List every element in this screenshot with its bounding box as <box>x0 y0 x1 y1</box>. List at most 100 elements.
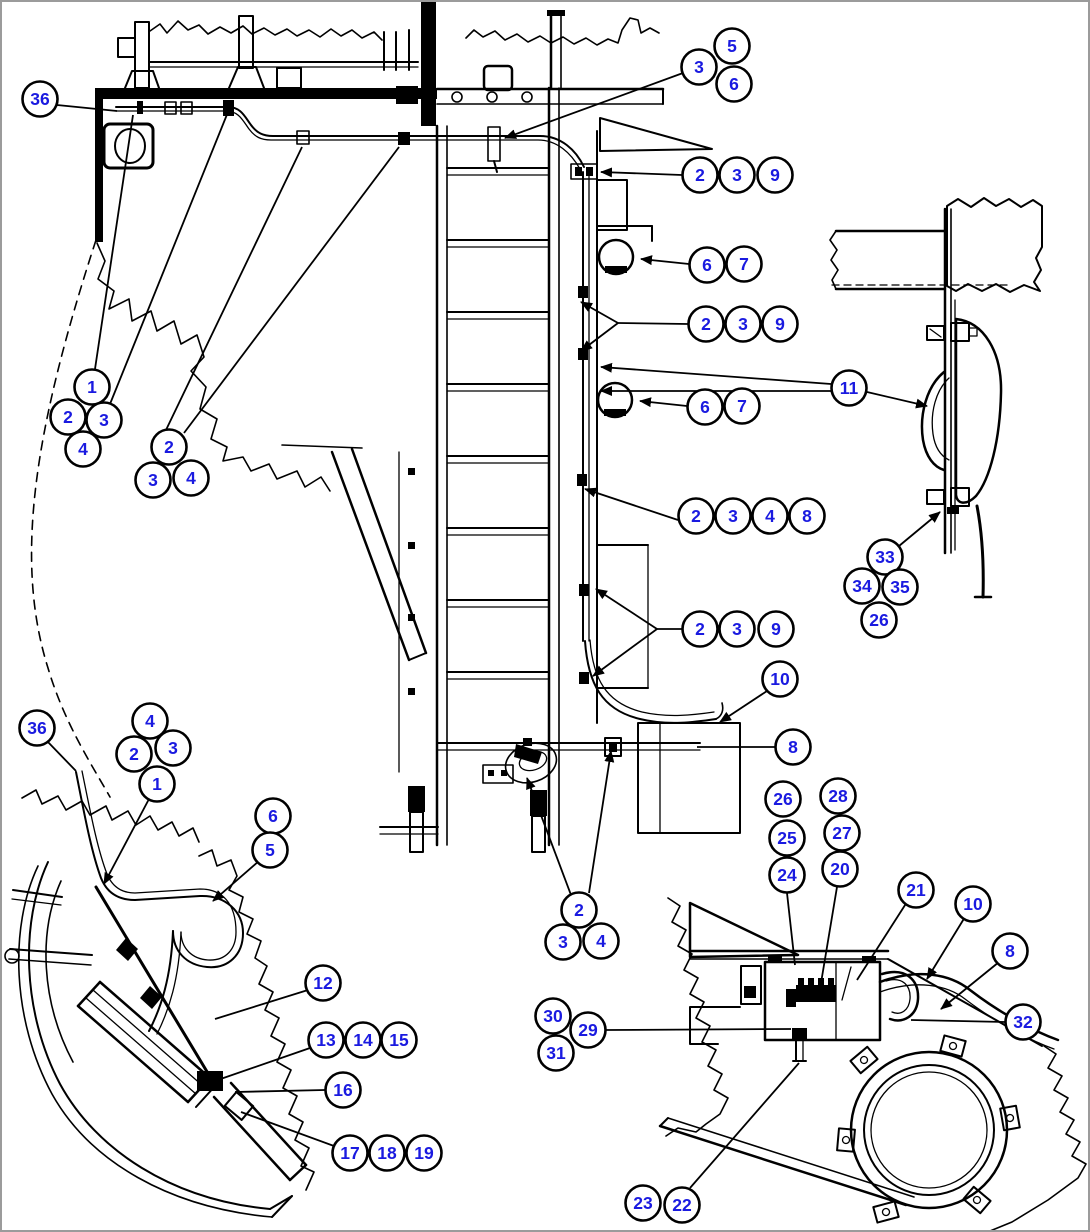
callout-balloon-11[interactable]: 11 <box>830 369 868 407</box>
balloon-circle[interactable] <box>724 305 762 343</box>
callout-balloon-24[interactable]: 24 <box>768 856 806 894</box>
balloon-circle[interactable] <box>569 1011 607 1049</box>
balloon-circle[interactable] <box>85 401 123 439</box>
balloon-circle[interactable] <box>307 1021 345 1059</box>
callout-balloon-3[interactable]: 3 <box>724 305 762 343</box>
callout-balloon-36[interactable]: 36 <box>18 709 56 747</box>
balloon-circle[interactable] <box>131 702 169 740</box>
balloon-circle[interactable] <box>751 497 789 535</box>
callout-balloon-9[interactable]: 9 <box>761 305 799 343</box>
callout-balloon-20[interactable]: 20 <box>821 850 859 888</box>
callout-balloon-31[interactable]: 31 <box>537 1034 575 1072</box>
balloon-circle[interactable] <box>843 567 881 605</box>
balloon-circle[interactable] <box>537 1034 575 1072</box>
callout-balloon-3[interactable]: 3 <box>154 729 192 767</box>
callout-balloon-6[interactable]: 6 <box>254 797 292 835</box>
balloon-circle[interactable] <box>624 1184 662 1222</box>
callout-balloon-14[interactable]: 14 <box>344 1021 382 1059</box>
balloon-circle[interactable] <box>304 964 342 1002</box>
callout-balloon-28[interactable]: 28 <box>819 777 857 815</box>
callout-balloon-6[interactable]: 6 <box>686 388 724 426</box>
balloon-circle[interactable] <box>677 497 715 535</box>
balloon-circle[interactable] <box>582 922 620 960</box>
callout-balloon-3[interactable]: 3 <box>718 610 756 648</box>
balloon-circle[interactable] <box>368 1134 406 1172</box>
balloon-circle[interactable] <box>954 885 992 923</box>
balloon-circle[interactable] <box>405 1134 443 1172</box>
callout-balloon-9[interactable]: 9 <box>757 610 795 648</box>
callout-balloon-4[interactable]: 4 <box>172 459 210 497</box>
balloon-circle[interactable] <box>687 305 725 343</box>
callout-balloon-8[interactable]: 8 <box>774 728 812 766</box>
balloon-circle[interactable] <box>686 388 724 426</box>
balloon-circle[interactable] <box>154 729 192 767</box>
balloon-circle[interactable] <box>21 80 59 118</box>
balloon-circle[interactable] <box>380 1021 418 1059</box>
balloon-circle[interactable] <box>761 660 799 698</box>
balloon-circle[interactable] <box>331 1134 369 1172</box>
callout-balloon-3[interactable]: 3 <box>714 497 752 535</box>
callout-balloon-8[interactable]: 8 <box>991 932 1029 970</box>
balloon-circle[interactable] <box>1004 1003 1042 1041</box>
callout-balloon-2[interactable]: 2 <box>681 156 719 194</box>
balloon-circle[interactable] <box>819 777 857 815</box>
callout-balloon-9[interactable]: 9 <box>756 156 794 194</box>
callout-balloon-2[interactable]: 2 <box>115 735 153 773</box>
callout-balloon-21[interactable]: 21 <box>897 871 935 909</box>
callout-balloon-33[interactable]: 33 <box>866 538 904 576</box>
balloon-circle[interactable] <box>73 368 111 406</box>
callout-balloon-34[interactable]: 34 <box>843 567 881 605</box>
callout-balloon-2[interactable]: 2 <box>687 305 725 343</box>
callout-balloon-35[interactable]: 35 <box>881 568 919 606</box>
callout-balloon-2[interactable]: 2 <box>150 428 188 466</box>
callout-balloon-2[interactable]: 2 <box>677 497 715 535</box>
callout-balloon-13[interactable]: 13 <box>307 1021 345 1059</box>
balloon-circle[interactable] <box>774 728 812 766</box>
balloon-circle[interactable] <box>18 709 56 747</box>
balloon-circle[interactable] <box>715 65 753 103</box>
balloon-circle[interactable] <box>821 850 859 888</box>
callout-balloon-29[interactable]: 29 <box>569 1011 607 1049</box>
callout-balloon-22[interactable]: 22 <box>663 1186 701 1224</box>
balloon-circle[interactable] <box>757 610 795 648</box>
balloon-circle[interactable] <box>688 246 726 284</box>
balloon-circle[interactable] <box>991 932 1029 970</box>
callout-balloon-4[interactable]: 4 <box>751 497 789 535</box>
balloon-circle[interactable] <box>761 305 799 343</box>
balloon-circle[interactable] <box>172 459 210 497</box>
balloon-circle[interactable] <box>138 765 176 803</box>
callout-balloon-5[interactable]: 5 <box>713 27 751 65</box>
callout-balloon-10[interactable]: 10 <box>761 660 799 698</box>
callout-balloon-1[interactable]: 1 <box>138 765 176 803</box>
callout-balloon-2[interactable]: 2 <box>681 610 719 648</box>
balloon-circle[interactable] <box>881 568 919 606</box>
callout-balloon-3[interactable]: 3 <box>680 48 718 86</box>
callout-balloon-4[interactable]: 4 <box>131 702 169 740</box>
callout-balloon-26[interactable]: 26 <box>764 780 802 818</box>
callout-balloon-3[interactable]: 3 <box>134 461 172 499</box>
balloon-circle[interactable] <box>534 997 572 1035</box>
callout-balloon-7[interactable]: 7 <box>725 245 763 283</box>
callout-balloon-16[interactable]: 16 <box>324 1071 362 1109</box>
balloon-circle[interactable] <box>560 891 598 929</box>
callout-balloon-18[interactable]: 18 <box>368 1134 406 1172</box>
balloon-circle[interactable] <box>768 819 806 857</box>
callout-balloon-7[interactable]: 7 <box>723 387 761 425</box>
balloon-circle[interactable] <box>714 497 752 535</box>
callout-balloon-4[interactable]: 4 <box>64 430 102 468</box>
balloon-circle[interactable] <box>115 735 153 773</box>
callout-balloon-15[interactable]: 15 <box>380 1021 418 1059</box>
callout-balloon-36[interactable]: 36 <box>21 80 59 118</box>
callout-balloon-19[interactable]: 19 <box>405 1134 443 1172</box>
balloon-circle[interactable] <box>663 1186 701 1224</box>
balloon-circle[interactable] <box>324 1071 362 1109</box>
callout-balloon-3[interactable]: 3 <box>544 923 582 961</box>
balloon-circle[interactable] <box>723 387 761 425</box>
callout-balloon-3[interactable]: 3 <box>718 156 756 194</box>
balloon-circle[interactable] <box>64 430 102 468</box>
balloon-circle[interactable] <box>860 601 898 639</box>
callout-balloon-4[interactable]: 4 <box>582 922 620 960</box>
callout-balloon-2[interactable]: 2 <box>49 398 87 436</box>
balloon-circle[interactable] <box>681 610 719 648</box>
balloon-circle[interactable] <box>150 428 188 466</box>
